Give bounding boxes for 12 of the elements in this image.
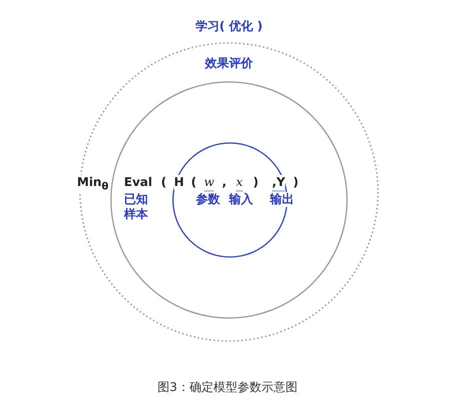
formula-text: Min$_{θ}$ xyxy=(77,175,108,194)
figure-caption: 图3：确定模型参数示意图 xyxy=(156,379,298,396)
formula-text: ,Y xyxy=(272,175,286,192)
circle-region xyxy=(79,18,379,342)
formula-text: ) xyxy=(293,175,298,190)
formula-text: ( xyxy=(191,175,196,190)
formula-text: ) xyxy=(253,175,258,190)
circle-heading: 效果评价 xyxy=(204,55,254,72)
formula-text: H xyxy=(174,175,184,190)
formula-text: ( xyxy=(161,175,166,190)
circle-region xyxy=(110,55,348,319)
circle-heading: 学习( 优化 ) xyxy=(194,18,264,35)
